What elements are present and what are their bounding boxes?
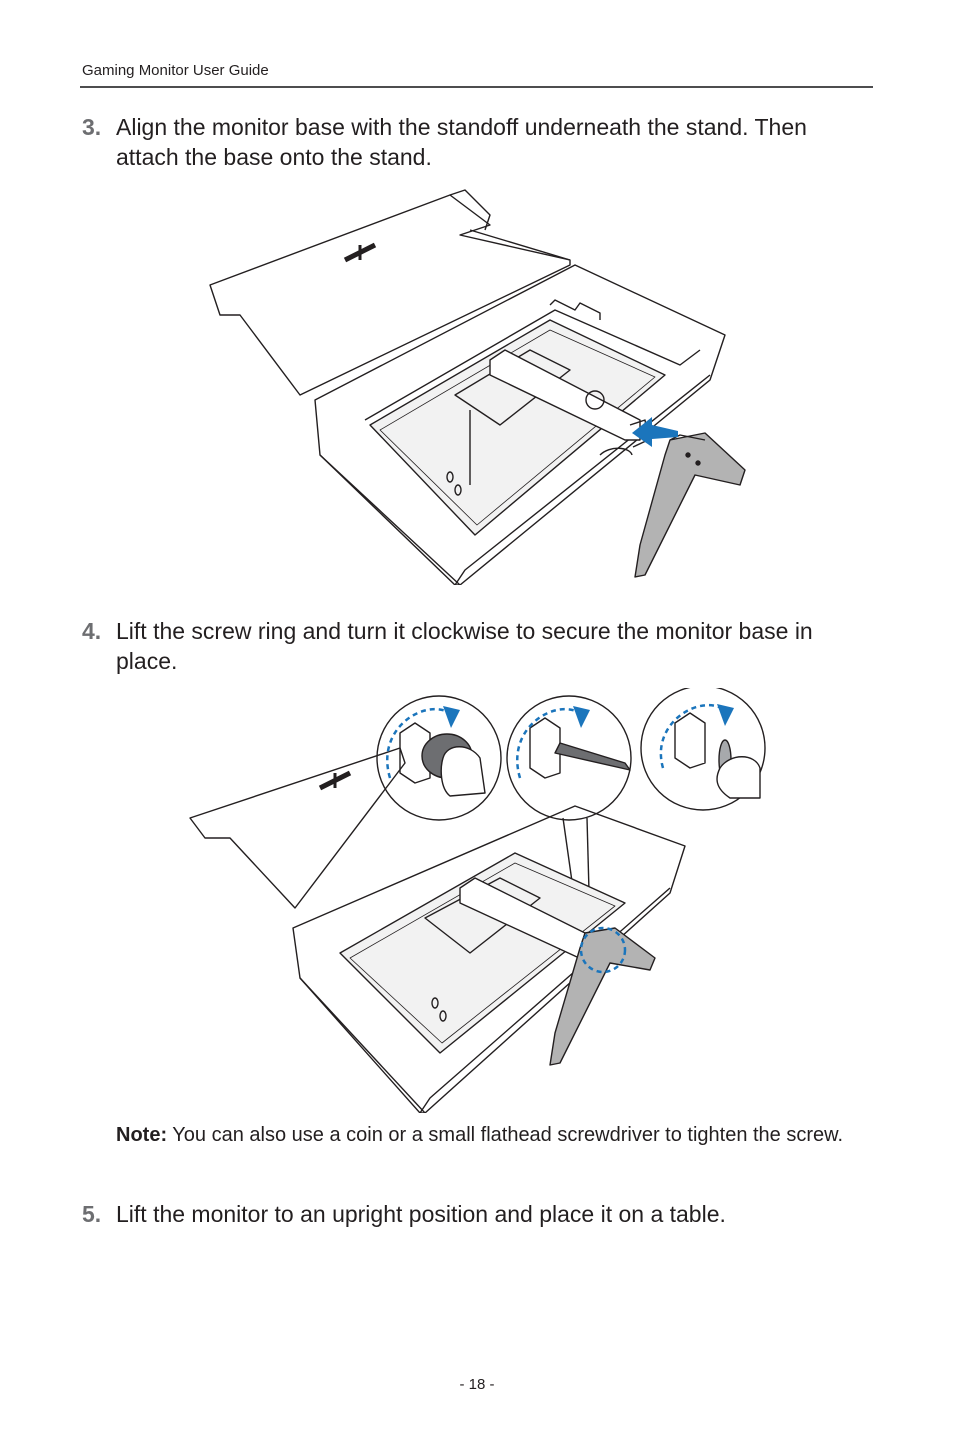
step-5: 5. Lift the monitor to an upright positi… xyxy=(82,1199,872,1229)
note-label: Note: xyxy=(116,1124,168,1146)
header-rule xyxy=(80,86,873,88)
step-text: Lift the monitor to an upright position … xyxy=(116,1201,726,1227)
figure-attach-base xyxy=(200,185,750,585)
step-4: 4. Lift the screw ring and turn it clock… xyxy=(82,616,872,676)
page-number: - 18 - xyxy=(459,1376,495,1393)
note-body: You can also use a coin or a small flath… xyxy=(167,1124,844,1146)
step-number: 4. xyxy=(82,618,102,644)
illustration-box-monitor-base xyxy=(209,189,746,585)
step-text: Align the monitor base with the standoff… xyxy=(116,114,807,170)
illustration-screw-ring xyxy=(189,688,766,1113)
step-3: 3. Align the monitor base with the stand… xyxy=(82,112,872,172)
figure-tighten-screw xyxy=(185,688,775,1113)
step-number: 5. xyxy=(82,1201,102,1227)
insert-direction-arrow xyxy=(632,417,678,447)
step-number: 3. xyxy=(82,114,102,140)
running-header: Gaming Monitor User Guide xyxy=(82,62,269,79)
note-text: Note: You can also use a coin or a small… xyxy=(116,1121,876,1150)
step-text: Lift the screw ring and turn it clockwis… xyxy=(116,618,813,674)
